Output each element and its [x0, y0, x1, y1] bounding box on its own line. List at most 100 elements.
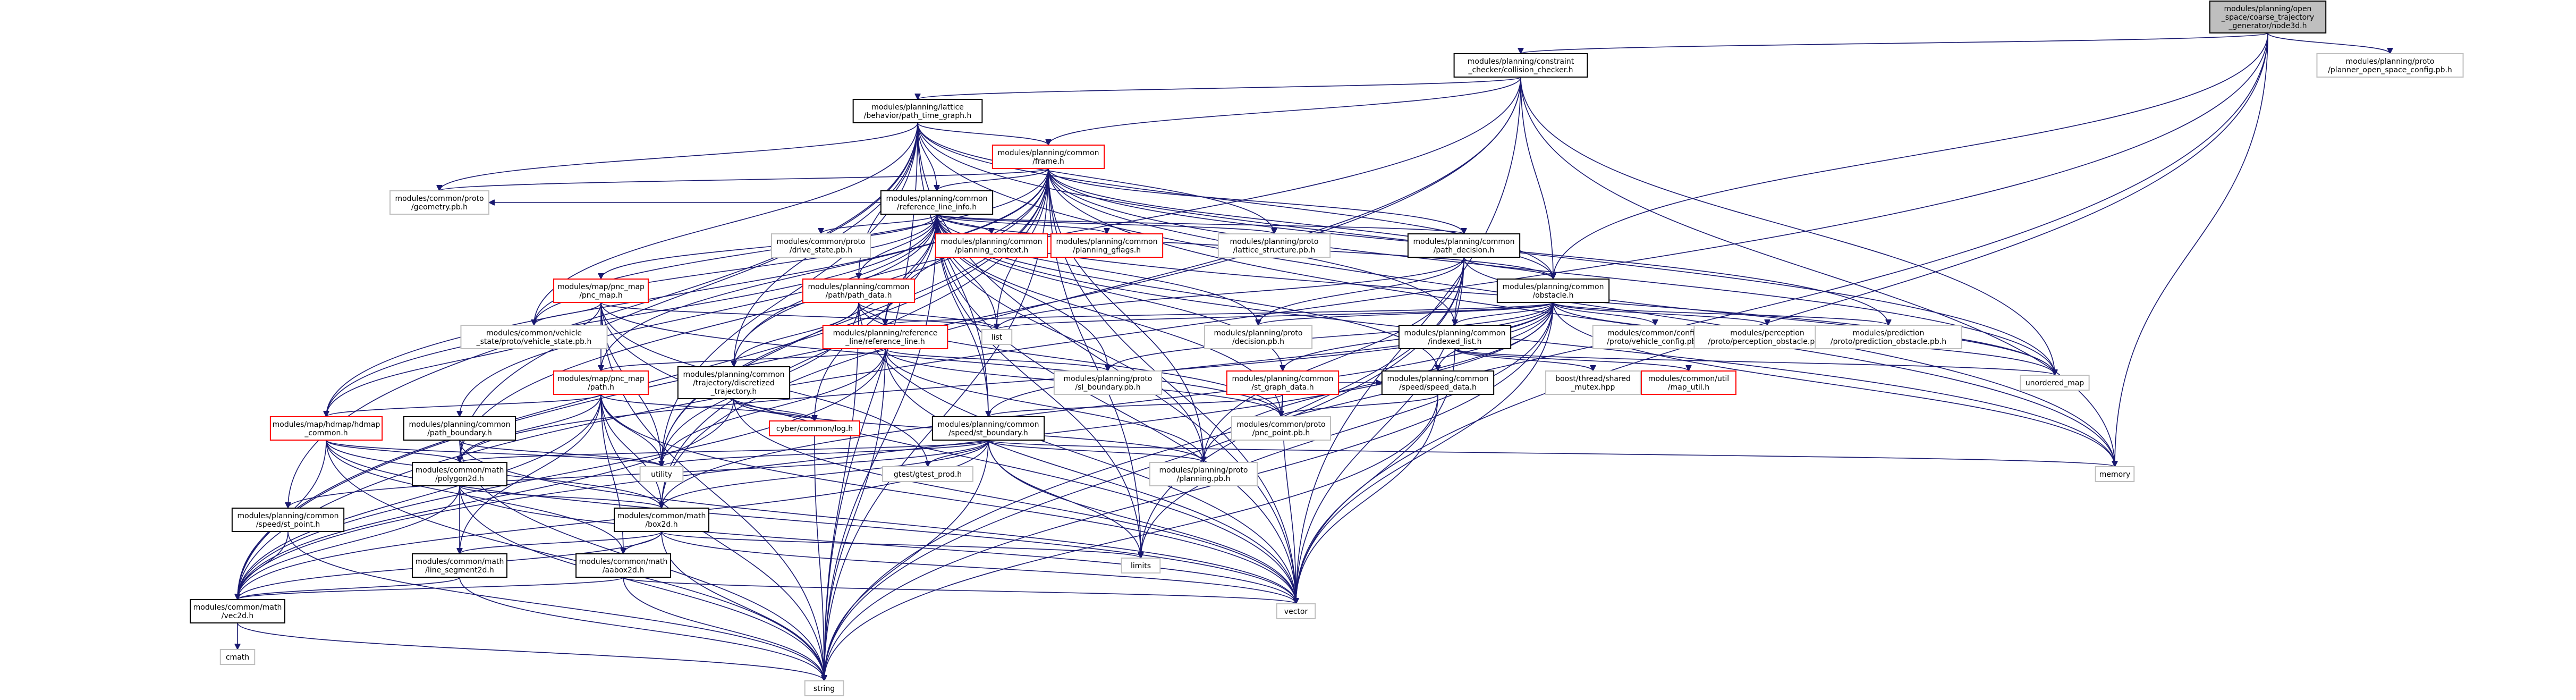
- node-gtest[interactable]: gtest/gtest_prod.h: [882, 466, 973, 482]
- node-root[interactable]: modules/planning/open_space/coarse_traje…: [2209, 1, 2327, 33]
- edge-pathdata-to-string: [824, 302, 859, 681]
- node-pathdec[interactable]: modules/planning/common/path_decision.h: [1407, 233, 1521, 258]
- edge-obstacle-to-list: [997, 302, 1554, 330]
- edge-root-to-memory: [2115, 32, 2268, 467]
- node-reflinepath[interactable]: modules/planning/reference_line/referenc…: [822, 325, 948, 349]
- node-memory[interactable]: memory: [2095, 466, 2135, 482]
- node-label: /obstacle.h: [1532, 291, 1573, 300]
- node-box2d[interactable]: modules/common/math/box2d.h: [614, 508, 709, 532]
- node-maputil[interactable]: modules/common/util/map_util.h: [1641, 370, 1736, 395]
- edge-reflinepath-to-slbpb: [885, 348, 1108, 372]
- node-umap[interactable]: unordered_map: [2020, 375, 2090, 391]
- node-box: [2209, 1, 2327, 33]
- node-stbnd[interactable]: modules/planning/common/speed/st_boundar…: [931, 416, 1045, 441]
- node-label: /path_boundary.h: [427, 429, 492, 437]
- edge-reflinepath-to-utility: [662, 348, 886, 467]
- node-pathbnd[interactable]: modules/planning/common/path_boundary.h: [403, 416, 516, 441]
- node-drivepb[interactable]: modules/common/proto/drive_state.pb.h: [771, 233, 871, 258]
- edge-obstacle-to-slbpb: [1108, 302, 1554, 372]
- node-pgflags[interactable]: modules/planning/common/planning_gflags.…: [1050, 233, 1164, 258]
- edge-pncpath-to-hdmap: [326, 394, 601, 417]
- node-speeddata[interactable]: modules/planning/common/speed/speed_data…: [1381, 370, 1495, 395]
- node-box: [1496, 279, 1610, 303]
- node-frame[interactable]: modules/planning/common/frame.h: [992, 145, 1105, 169]
- node-box: [822, 325, 948, 349]
- node-pocpb[interactable]: modules/planning/proto/planner_open_spac…: [2316, 53, 2464, 78]
- node-string[interactable]: string: [804, 680, 844, 696]
- node-label: /pnc_map.h: [579, 291, 623, 300]
- node-dtraj[interactable]: modules/planning/common/trajectory/discr…: [677, 366, 791, 399]
- node-box: [219, 649, 256, 665]
- node-polygon[interactable]: modules/common/math/polygon2d.h: [412, 462, 507, 486]
- node-linesegment[interactable]: modules/common/math/line_segment2d.h: [412, 553, 507, 578]
- node-ptg[interactable]: modules/planning/lattice/behavior/path_t…: [852, 99, 983, 123]
- node-utility[interactable]: utility: [639, 466, 684, 482]
- node-label: /proto/vehicle_config.pb.h: [1607, 338, 1704, 346]
- edge-reflinepath-to-pncpath: [601, 348, 886, 372]
- node-boostmutex[interactable]: boost/thread/shared_mutex.hpp: [1545, 370, 1641, 395]
- node-predpb[interactable]: modules/prediction/proto/prediction_obst…: [1815, 325, 1962, 349]
- node-box: [269, 416, 383, 441]
- node-planpb[interactable]: modules/planning/proto/planning.pb.h: [1149, 462, 1258, 486]
- node-label: memory: [2099, 470, 2131, 479]
- node-pncpt[interactable]: modules/common/proto/pnc_point.pb.h: [1231, 416, 1331, 441]
- edge-obstacle-to-vector: [1296, 302, 1554, 604]
- edge-frame-to-polygon: [460, 168, 1049, 462]
- node-label: modules/planning/proto: [1230, 238, 1319, 246]
- edge-rli-to-cyberlog: [815, 214, 937, 421]
- node-slbpb[interactable]: modules/planning/proto/sl_boundary.pb.h: [1053, 370, 1163, 395]
- node-vector[interactable]: vector: [1276, 603, 1316, 619]
- node-box: [1050, 233, 1164, 258]
- node-pncpath[interactable]: modules/map/pnc_map/path.h: [553, 370, 649, 395]
- node-label: modules/planning/common: [1503, 283, 1604, 291]
- node-cyberlog[interactable]: cyber/common/log.h: [769, 420, 860, 436]
- edge-pathdata-to-list: [858, 302, 997, 330]
- edge-ptg-to-rli: [917, 122, 937, 191]
- node-label: modules/planning/common: [886, 195, 988, 203]
- node-pncmap[interactable]: modules/map/pnc_map/pnc_map.h: [553, 279, 649, 303]
- node-label: modules/planning/open: [2224, 5, 2312, 13]
- edge-obstacle-to-predpb: [1553, 302, 1888, 326]
- node-geompb[interactable]: modules/common/proto/geometry.pb.h: [389, 190, 489, 215]
- edge-rli-to-pgflags: [936, 214, 1107, 234]
- node-box: [852, 99, 983, 123]
- node-cc[interactable]: modules/planning/constraint_checker/coll…: [1453, 53, 1588, 78]
- edge-ptg-to-latpb: [917, 122, 1274, 234]
- node-box: [2095, 466, 2135, 482]
- node-label: _state/proto/vehicle_state.pb.h: [476, 338, 592, 346]
- node-list[interactable]: list: [981, 329, 1013, 345]
- node-stpoint[interactable]: modules/planning/common/speed/st_point.h: [231, 508, 345, 532]
- node-label: modules/common/proto: [776, 238, 865, 246]
- node-hdmap[interactable]: modules/map/hdmap/hdmap_common.h: [269, 416, 383, 441]
- edge-pathbnd-to-utility: [459, 440, 662, 467]
- node-label: modules/map/pnc_map: [557, 375, 645, 383]
- node-label: /proto/perception_obstacle.pb.h: [1708, 338, 1827, 346]
- edge-pncpath-to-vec2d: [238, 394, 601, 600]
- node-label: modules/common/proto: [395, 195, 484, 203]
- edge-pncpath-to-vector: [600, 394, 1296, 604]
- node-pathdata[interactable]: modules/planning/common/path/path_data.h: [802, 279, 916, 303]
- node-latpb[interactable]: modules/planning/proto/lattice_structure…: [1217, 233, 1331, 258]
- node-box: [1381, 370, 1495, 395]
- edge-hdmap-to-aabox: [326, 440, 623, 554]
- edge-frame-to-obstacle: [1048, 168, 1553, 279]
- node-stgraph[interactable]: modules/planning/common/st_graph_data.h: [1226, 370, 1340, 395]
- node-limits[interactable]: limits: [1121, 558, 1161, 574]
- node-label: boost/thread/shared: [1555, 375, 1631, 383]
- node-aabox[interactable]: modules/common/math/aabox2d.h: [575, 553, 671, 578]
- node-cmath[interactable]: cmath: [219, 649, 256, 665]
- edge-root-to-string: [824, 32, 2268, 681]
- node-decpb[interactable]: modules/planning/proto/decision.pb.h: [1204, 325, 1313, 349]
- node-pctx[interactable]: modules/planning/common/planning_context…: [935, 233, 1048, 258]
- node-vehpb[interactable]: modules/common/vehicle_state/proto/vehic…: [460, 325, 608, 349]
- node-box: [1407, 233, 1521, 258]
- node-idxlist[interactable]: modules/planning/common/indexed_list.h: [1398, 325, 1512, 349]
- edge-stbnd-to-string: [824, 440, 989, 681]
- node-vec2d[interactable]: modules/common/math/vec2d.h: [190, 599, 285, 623]
- edge-polygon-to-string: [459, 485, 824, 681]
- node-obstacle[interactable]: modules/planning/common/obstacle.h: [1496, 279, 1610, 303]
- node-box: [190, 599, 285, 623]
- edge-polygon-to-vector: [459, 485, 1296, 604]
- node-rli[interactable]: modules/planning/common/reference_line_i…: [880, 190, 994, 215]
